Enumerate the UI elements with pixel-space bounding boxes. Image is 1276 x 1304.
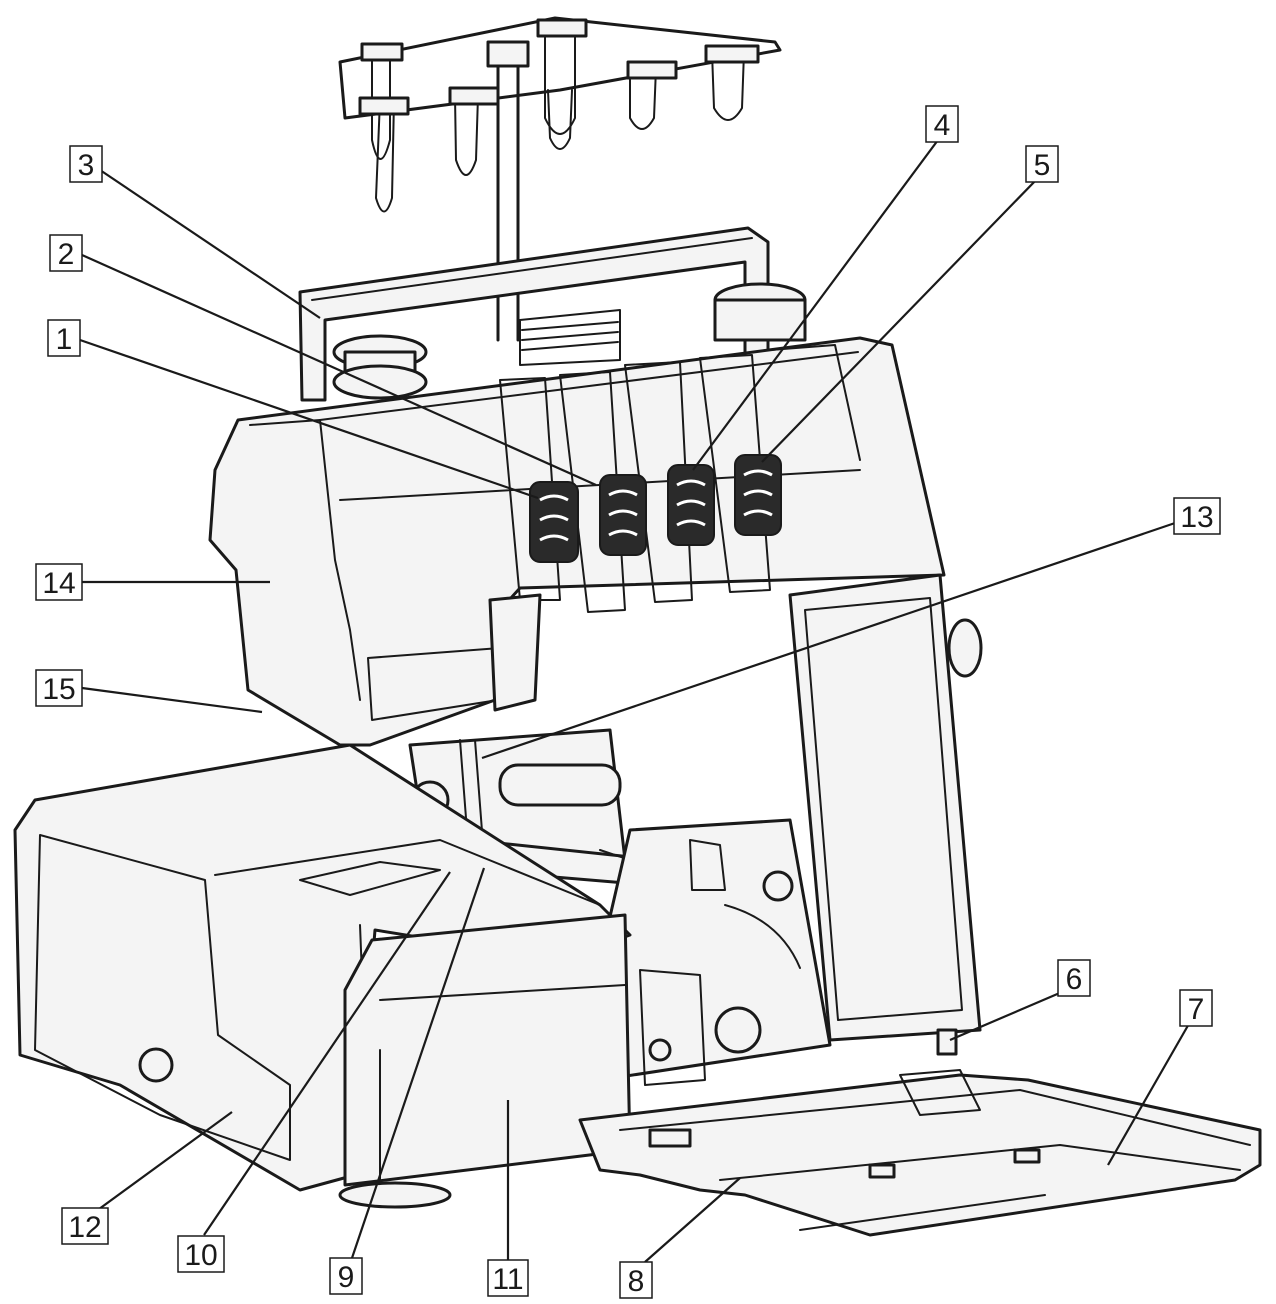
callout-10: 10	[184, 1239, 217, 1272]
callout-15: 15	[42, 673, 75, 706]
callout-14: 14	[42, 567, 75, 600]
tension-dial-3	[667, 464, 715, 546]
callout-box-5	[1025, 145, 1059, 183]
leader-9	[350, 867, 486, 1259]
callout-box-10	[177, 1235, 225, 1273]
leader-7	[1107, 1021, 1191, 1166]
callout-1: 1	[56, 323, 73, 356]
callout-12: 12	[68, 1211, 101, 1244]
leader-3	[99, 169, 321, 319]
callout-8: 8	[628, 1265, 645, 1298]
callout-box-1	[47, 319, 81, 357]
callout-3: 3	[78, 149, 95, 182]
looper-area	[598, 818, 832, 1086]
callout-2: 2	[58, 238, 75, 271]
leader-1	[79, 338, 539, 500]
right-column	[788, 573, 983, 1056]
callout-box-3	[69, 145, 103, 183]
callout-box-9	[329, 1257, 363, 1295]
tension-dial-1	[529, 481, 579, 563]
leader-6	[949, 990, 1063, 1042]
callout-box-8	[619, 1261, 653, 1299]
leader-5	[761, 177, 1039, 463]
leader-8	[644, 1177, 741, 1263]
tension-dials	[529, 454, 782, 563]
callout-box-4	[925, 105, 959, 143]
callout-box-15	[35, 669, 83, 707]
leader-10	[203, 871, 451, 1236]
leader-4	[692, 139, 939, 471]
callout-13: 13	[1180, 501, 1213, 534]
leader-12	[94, 1111, 233, 1213]
waste-tray	[578, 1069, 1262, 1237]
callout-box-11	[487, 1259, 529, 1297]
callout-5: 5	[1034, 149, 1051, 182]
callout-4: 4	[934, 109, 951, 142]
thread-stand	[338, 16, 782, 342]
handwheel	[947, 618, 983, 678]
leader-2	[81, 253, 597, 487]
tension-dial-4	[734, 454, 782, 536]
leader-15	[81, 686, 263, 714]
handle-and-spools	[298, 226, 807, 402]
callout-box-13	[1173, 497, 1221, 535]
bed-opening	[138, 1047, 174, 1083]
callout-6: 6	[1066, 963, 1083, 996]
callout-box-2	[49, 234, 83, 272]
callout-box-12	[61, 1207, 109, 1245]
callout-7: 7	[1188, 993, 1205, 1026]
callout-box-14	[35, 563, 83, 601]
leader-13	[481, 520, 1179, 760]
callout-9: 9	[338, 1261, 355, 1294]
callout-box-6	[1057, 959, 1091, 997]
callout-11: 11	[492, 1263, 523, 1296]
callout-numbers: 1 2 3 4 5 6 7 8 9 10 11 12 13 14 15	[35, 105, 1221, 1299]
callout-box-7	[1179, 989, 1213, 1027]
tension-dial-2	[599, 474, 647, 556]
leader-lines	[79, 139, 1191, 1263]
front-cover	[338, 913, 632, 1209]
